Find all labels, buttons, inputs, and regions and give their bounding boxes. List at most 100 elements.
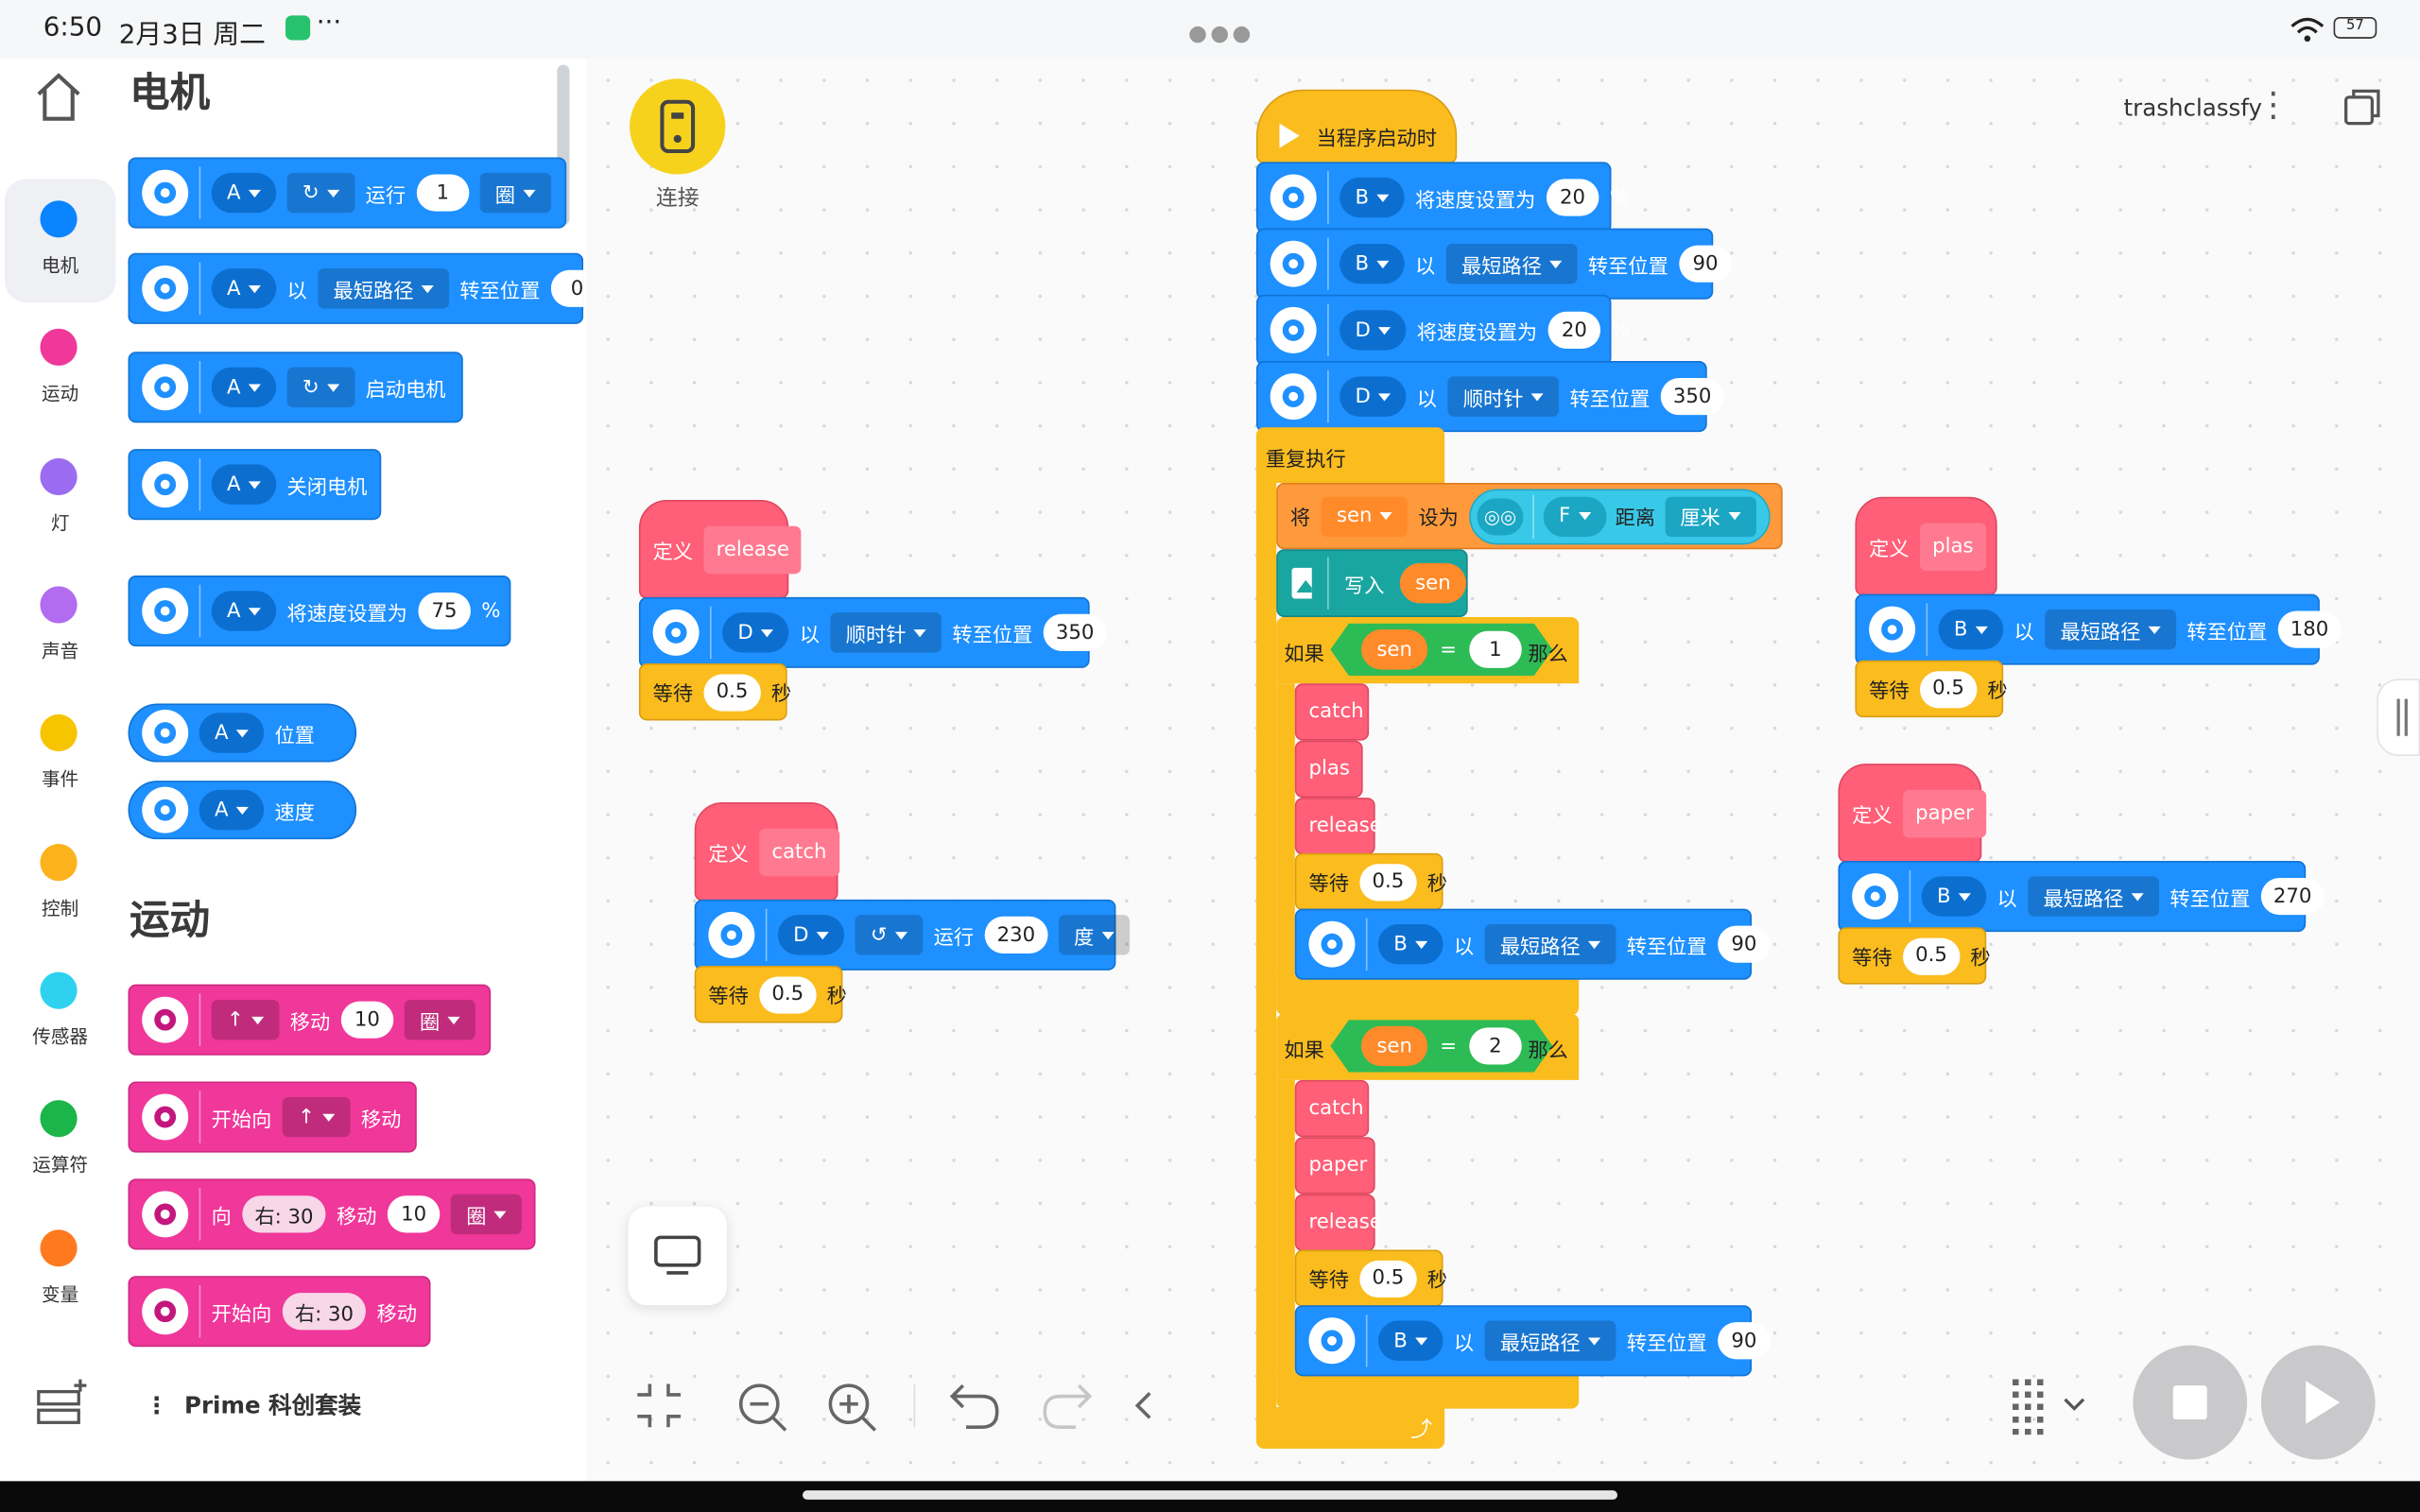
port-dropdown[interactable]: D <box>777 915 845 955</box>
value-input[interactable]: 10 <box>340 1001 394 1039</box>
variable-reporter[interactable]: sen <box>1361 629 1427 669</box>
zoom-in-icon[interactable] <box>824 1380 880 1435</box>
port-dropdown[interactable]: F <box>1543 495 1606 537</box>
direction-dropdown[interactable]: ↺ <box>855 915 924 955</box>
port-dropdown[interactable]: A <box>211 172 277 214</box>
steer-input[interactable]: 右: 30 <box>282 1293 367 1331</box>
palette-block-motor-stop[interactable]: A 关闭电机 <box>128 449 382 521</box>
value-input[interactable]: 1 <box>416 174 470 212</box>
equals-condition[interactable]: sen = 2 <box>1330 1020 1552 1073</box>
unit-dropdown[interactable]: 圈 <box>479 172 551 214</box>
palette-block-motor-speed[interactable]: A 将速度设置为 75 % <box>128 575 511 647</box>
palette-block-motor-speed-reporter[interactable]: A 速度 <box>128 781 357 840</box>
goto-b-block[interactable]: B 以 最短路径 转至位置 270 <box>1838 861 2325 933</box>
port-dropdown[interactable]: B <box>1377 1320 1443 1361</box>
port-dropdown[interactable]: B <box>1921 876 1987 917</box>
set-variable-block[interactable]: 将 sen 设为 ◎◎ F 距离 厘米 <box>1276 483 1783 550</box>
value-input[interactable]: 0.5 <box>1359 1260 1417 1297</box>
category-sound[interactable]: 声音 <box>0 565 120 689</box>
port-dropdown[interactable]: A <box>211 268 277 309</box>
path-dropdown[interactable]: 最短路径 <box>1445 243 1578 284</box>
multitask-dots-icon[interactable]: ●●● <box>1188 21 1254 46</box>
palette-block-start-move[interactable]: 开始向 ↑ 移动 <box>128 1081 417 1153</box>
write-block[interactable]: 写入 sen <box>1276 549 1468 618</box>
call-catch-block[interactable]: catch <box>1294 683 1370 741</box>
unit-dropdown[interactable]: 圈 <box>450 1194 523 1235</box>
value-input[interactable]: 0.5 <box>703 673 761 711</box>
value-input[interactable]: 350 <box>1660 377 1724 416</box>
hub-grid-selector[interactable] <box>2010 1376 2093 1437</box>
palette-block-motor-start[interactable]: A ↻ 启动电机 <box>128 352 463 423</box>
value-input[interactable]: 0.5 <box>759 975 817 1013</box>
forever-block[interactable] <box>1255 427 1445 484</box>
value-input[interactable]: 90 <box>1718 1322 1771 1360</box>
window-icon[interactable] <box>2342 86 2382 126</box>
side-drawer-handle[interactable] <box>2377 679 2420 756</box>
port-dropdown[interactable]: A <box>199 789 265 831</box>
value-input[interactable]: 0 <box>550 269 584 307</box>
value-input[interactable]: 350 <box>1043 613 1107 651</box>
value-input[interactable]: 270 <box>2260 877 2325 916</box>
value-input[interactable]: 1 <box>1469 631 1522 668</box>
port-dropdown[interactable]: A <box>211 591 277 631</box>
call-release-block[interactable]: release <box>1294 1194 1382 1252</box>
palette-block-steer-move[interactable]: 向 右: 30 移动 10 圈 <box>128 1178 536 1250</box>
goto-b-block[interactable]: B 以 最短路径 转至位置 90 <box>1255 228 1732 300</box>
port-dropdown[interactable]: D <box>1340 376 1407 417</box>
call-paper-block[interactable]: paper <box>1294 1137 1375 1194</box>
palette-block-motor-run[interactable]: A ↻ 运行 1 圈 <box>128 157 567 229</box>
extensions-icon[interactable] <box>34 1376 90 1429</box>
port-dropdown[interactable]: B <box>1340 243 1405 284</box>
port-dropdown[interactable]: A <box>199 713 265 753</box>
value-input[interactable]: 0.5 <box>1903 936 1960 975</box>
category-motion[interactable]: 运动 <box>0 307 120 431</box>
define-catch-block[interactable]: 定义 catch <box>694 801 839 902</box>
palette-block-start-steer[interactable]: 开始向 右: 30 移动 <box>128 1276 431 1348</box>
equals-condition[interactable]: sen = 1 <box>1330 624 1552 677</box>
port-dropdown[interactable]: D <box>1340 310 1407 351</box>
call-catch-block[interactable]: catch <box>1294 1079 1370 1138</box>
stop-button[interactable] <box>2133 1345 2248 1460</box>
value-input[interactable]: 90 <box>1718 925 1771 963</box>
unit-dropdown[interactable]: 度 <box>1058 915 1130 955</box>
code-canvas[interactable] <box>586 59 2420 1482</box>
port-dropdown[interactable]: B <box>1340 177 1405 218</box>
direction-dropdown[interactable]: ↑ <box>282 1096 351 1138</box>
unit-dropdown[interactable]: 圈 <box>404 999 475 1040</box>
category-operators[interactable]: 运算符 <box>0 1078 120 1202</box>
undo-icon[interactable] <box>947 1380 1003 1433</box>
set-speed-d-block[interactable]: D 将速度设置为 20 % <box>1255 294 1631 366</box>
value-input[interactable]: 20 <box>1547 311 1601 349</box>
category-motor[interactable]: 电机 <box>4 179 116 302</box>
variable-reporter[interactable]: sen <box>1399 562 1467 604</box>
goto-b-block[interactable]: B 以 最短路径 转至位置 180 <box>1855 593 2342 665</box>
variable-reporter[interactable]: sen <box>1361 1026 1427 1066</box>
connect-button[interactable] <box>630 78 726 175</box>
port-dropdown[interactable]: A <box>211 464 277 505</box>
goto-d-block[interactable]: D 以 顺时针 转至位置 350 <box>638 596 1107 668</box>
variable-dropdown[interactable]: sen <box>1321 495 1409 537</box>
unit-dropdown[interactable]: 厘米 <box>1664 495 1756 537</box>
path-dropdown[interactable]: 最短路径 <box>1484 1320 1616 1361</box>
direction-dropdown[interactable]: ↻ <box>286 367 355 408</box>
direction-dropdown[interactable]: ↑ <box>211 999 280 1040</box>
project-name[interactable]: trashclassfy <box>2123 94 2262 122</box>
palette-block-motor-position[interactable]: A 位置 <box>128 703 357 763</box>
value-input[interactable]: 230 <box>984 916 1048 954</box>
value-input[interactable]: 0.5 <box>1359 863 1417 901</box>
collapse-chevron-icon[interactable] <box>1132 1388 1156 1422</box>
value-input[interactable]: 0.5 <box>1920 670 1977 708</box>
value-input[interactable]: 90 <box>1679 245 1732 283</box>
play-button[interactable] <box>2260 1345 2376 1460</box>
path-dropdown[interactable]: 最短路径 <box>318 268 449 309</box>
value-input[interactable]: 20 <box>1546 179 1599 216</box>
category-variables[interactable]: 变量 <box>0 1208 120 1332</box>
fit-to-screen-icon[interactable] <box>632 1380 685 1433</box>
path-dropdown[interactable]: 最短路径 <box>1484 923 1616 965</box>
direction-dropdown[interactable]: ↻ <box>286 172 355 214</box>
